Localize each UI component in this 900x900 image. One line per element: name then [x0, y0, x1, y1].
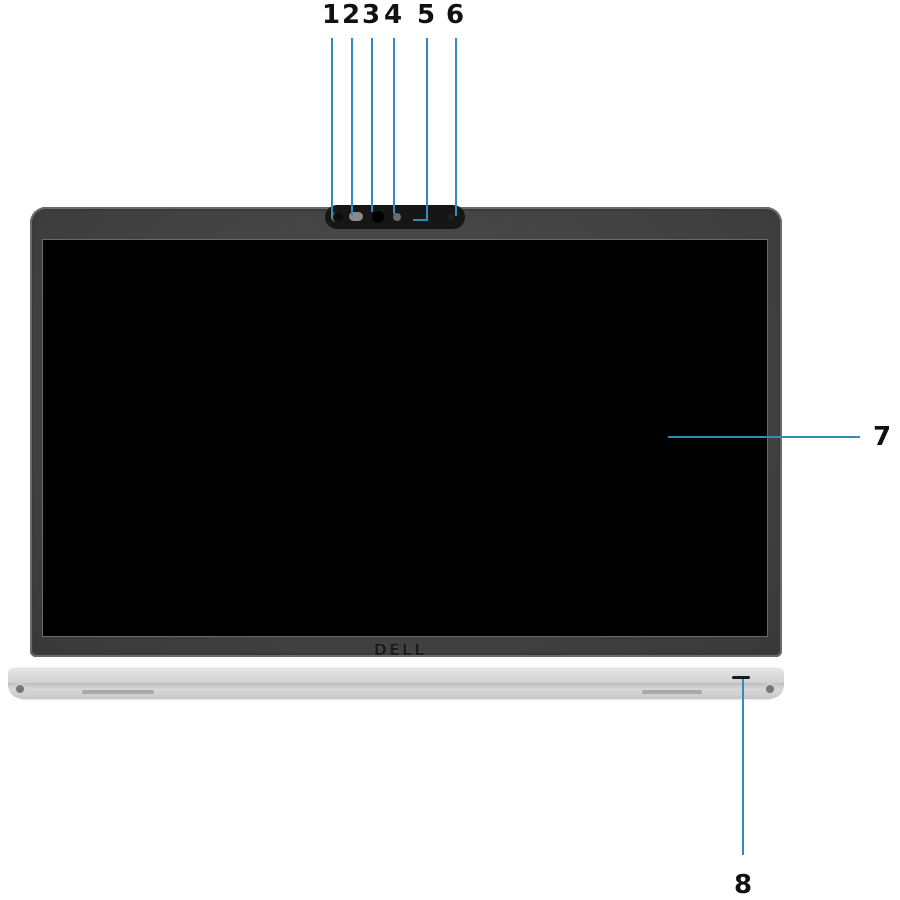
camera-lens-icon: [372, 211, 384, 223]
display-panel: [42, 239, 768, 637]
callout-1: 1: [321, 0, 341, 30]
leader-line-2: [351, 38, 353, 216]
callout-2: 2: [341, 0, 361, 30]
camera-led-icon: [393, 213, 401, 221]
sensor-2-icon: [349, 212, 363, 221]
callout-6: 6: [445, 0, 465, 30]
base-shadow: [20, 697, 772, 701]
base-front: [8, 683, 784, 699]
right-hinge-icon: [764, 683, 776, 695]
left-hinge-icon: [14, 683, 26, 695]
leader-line-4: [393, 38, 395, 214]
base-top-edge: [8, 667, 784, 684]
sensor-1-icon: [331, 212, 343, 222]
callout-7: 7: [872, 422, 892, 452]
leader-line-3: [371, 38, 373, 212]
leader-line-1: [331, 38, 333, 216]
brand-logo: DELL: [373, 640, 427, 659]
leader-line-5: [426, 38, 428, 221]
battery-status-led: [732, 676, 750, 679]
leader-line-7: [668, 436, 860, 438]
callout-4: 4: [383, 0, 403, 30]
sensor-6-icon: [448, 214, 454, 220]
leader-line-5-foot: [413, 219, 428, 221]
leader-line-8: [742, 679, 744, 855]
left-vent: [82, 690, 154, 694]
callout-3: 3: [361, 0, 381, 30]
callout-5: 5: [416, 0, 436, 30]
callout-8: 8: [733, 870, 753, 900]
camera-module: [325, 205, 465, 229]
leader-line-6: [455, 38, 457, 216]
right-vent: [642, 690, 702, 694]
